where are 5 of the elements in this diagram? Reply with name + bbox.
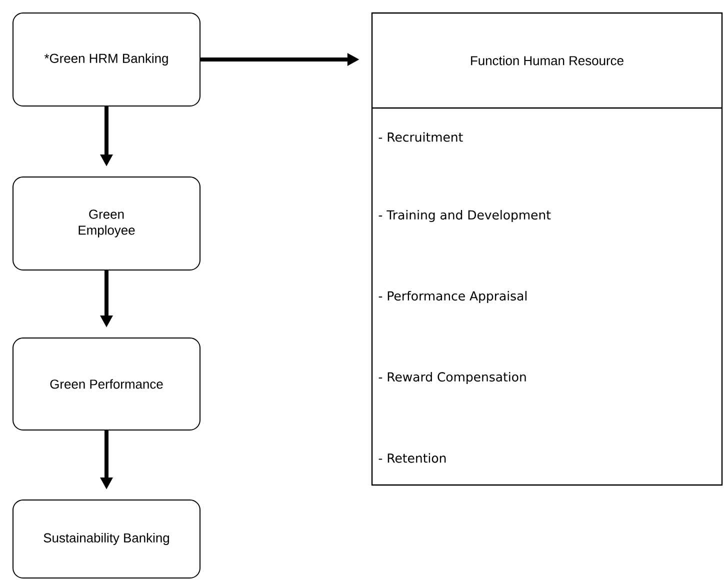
- list-table: Function Human Resource - Recruitment - Training and Development - Performance Appraisal - Reward Compensation - Retention: [371, 12, 723, 486]
- process-box: *Green HRM Banking: [12, 12, 200, 106]
- process-box: Sustainability Banking: [12, 500, 200, 578]
- process-box: Green Performance: [12, 338, 200, 430]
- process-box: Green Employee: [12, 176, 200, 270]
